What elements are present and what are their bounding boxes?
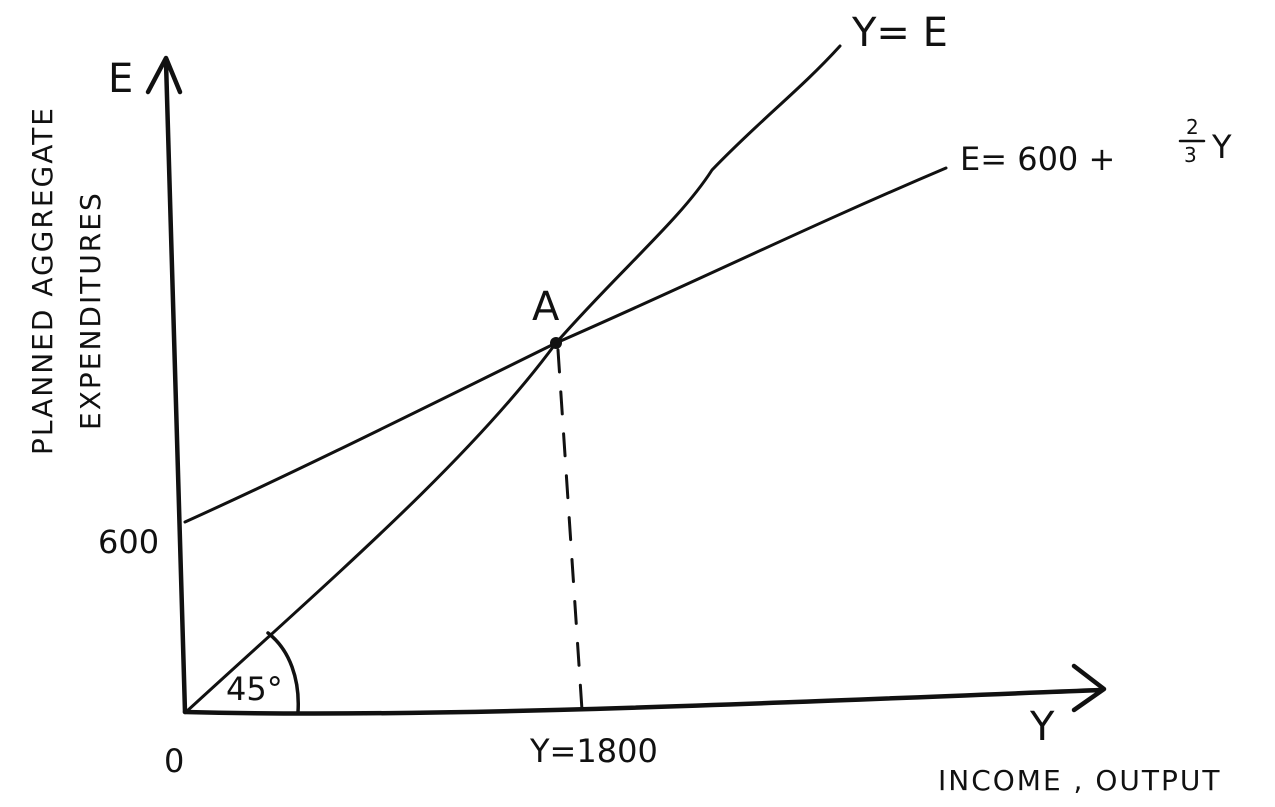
forty-five-degree-line xyxy=(184,44,842,714)
expenditure-line-label-suffix: Y xyxy=(1211,128,1232,166)
angle-label: 45° xyxy=(226,670,283,708)
equilibrium-drop-line xyxy=(556,348,584,712)
expenditure-fraction-denominator: 3 xyxy=(1184,143,1197,167)
vertical-axis-title-line2: EXPENDITURES xyxy=(74,191,107,430)
equilibrium-income-label: Y=1800 xyxy=(529,732,658,770)
expenditure-fraction-numerator: 2 xyxy=(1186,115,1199,139)
expenditure-line-label: E= 600 + 2 3 Y xyxy=(960,115,1232,178)
horizontal-axis xyxy=(182,687,1103,716)
horizontal-axis-arrowhead xyxy=(1071,663,1107,713)
equilibrium-point xyxy=(550,337,562,349)
angle-arc xyxy=(266,631,300,714)
forty-five-line-label: Y= E xyxy=(851,10,948,56)
vertical-axis-symbol: E xyxy=(108,56,133,102)
vertical-axis-title-line1: PLANNED AGGREGATE xyxy=(26,106,59,455)
equilibrium-point-label: A xyxy=(532,284,560,330)
origin-label: 0 xyxy=(164,742,184,780)
vertical-axis-arrowhead xyxy=(145,55,183,95)
expenditure-line xyxy=(183,166,948,524)
vertical-axis xyxy=(163,59,188,715)
horizontal-axis-symbol: Y xyxy=(1029,704,1055,750)
expenditure-line-label-prefix: E= 600 + xyxy=(960,140,1115,178)
intercept-label: 600 xyxy=(98,523,159,561)
horizontal-axis-title: INCOME , OUTPUT xyxy=(938,764,1221,797)
